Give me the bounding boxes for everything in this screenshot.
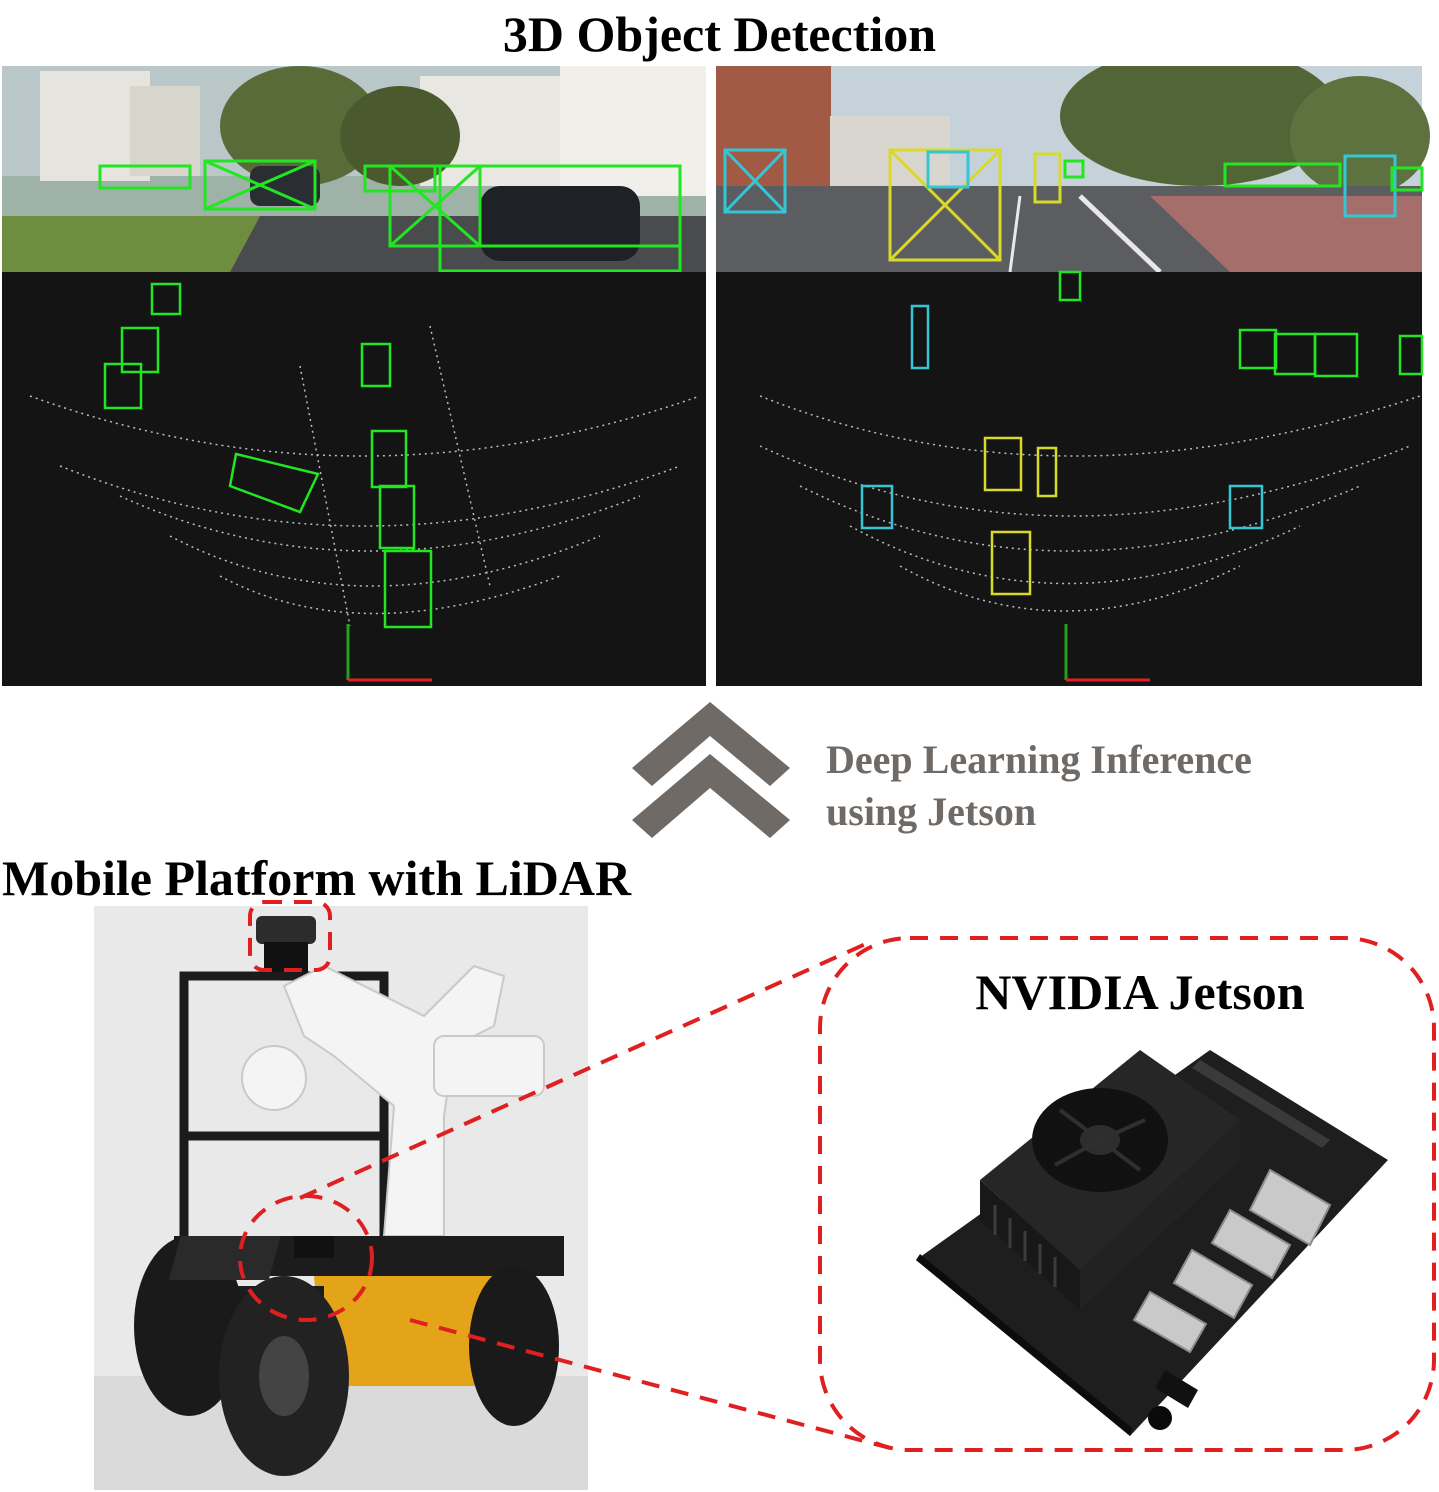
robot-platform-image <box>94 906 588 1490</box>
lidar-axes <box>346 624 1150 682</box>
car-boxes-camera-left <box>98 159 682 273</box>
lidar-sensor <box>256 916 316 944</box>
inference-label-line2: using Jetson <box>826 789 1037 834</box>
detection-title: 3D Object Detection <box>502 6 937 62</box>
lidar-view-right <box>716 272 1422 686</box>
lidar-view-left <box>2 272 706 686</box>
inference-label-line1: Deep Learning Inference <box>826 737 1252 782</box>
camera-image-right <box>716 66 1430 274</box>
platform-title: Mobile Platform with LiDAR <box>2 850 632 906</box>
hdmi-port <box>1155 1370 1198 1408</box>
usb-port <box>1210 1208 1292 1280</box>
ethernet-port <box>1248 1168 1332 1247</box>
lidar-car-boxes <box>103 270 1424 629</box>
jetson-board-image <box>916 1050 1388 1436</box>
usb-port <box>1172 1248 1254 1320</box>
lidar-scan-lines <box>29 325 1421 627</box>
detection-panels <box>2 66 1430 686</box>
power-jack <box>1148 1406 1172 1430</box>
double-chevron-up-icon <box>632 702 790 838</box>
usb-port <box>1132 1290 1208 1354</box>
lidar-pedestrian-boxes <box>860 304 1264 596</box>
camera-image-left <box>2 66 706 272</box>
object-boxes-camera-right <box>723 148 1424 262</box>
jetson-title: NVIDIA Jetson <box>975 964 1305 1020</box>
